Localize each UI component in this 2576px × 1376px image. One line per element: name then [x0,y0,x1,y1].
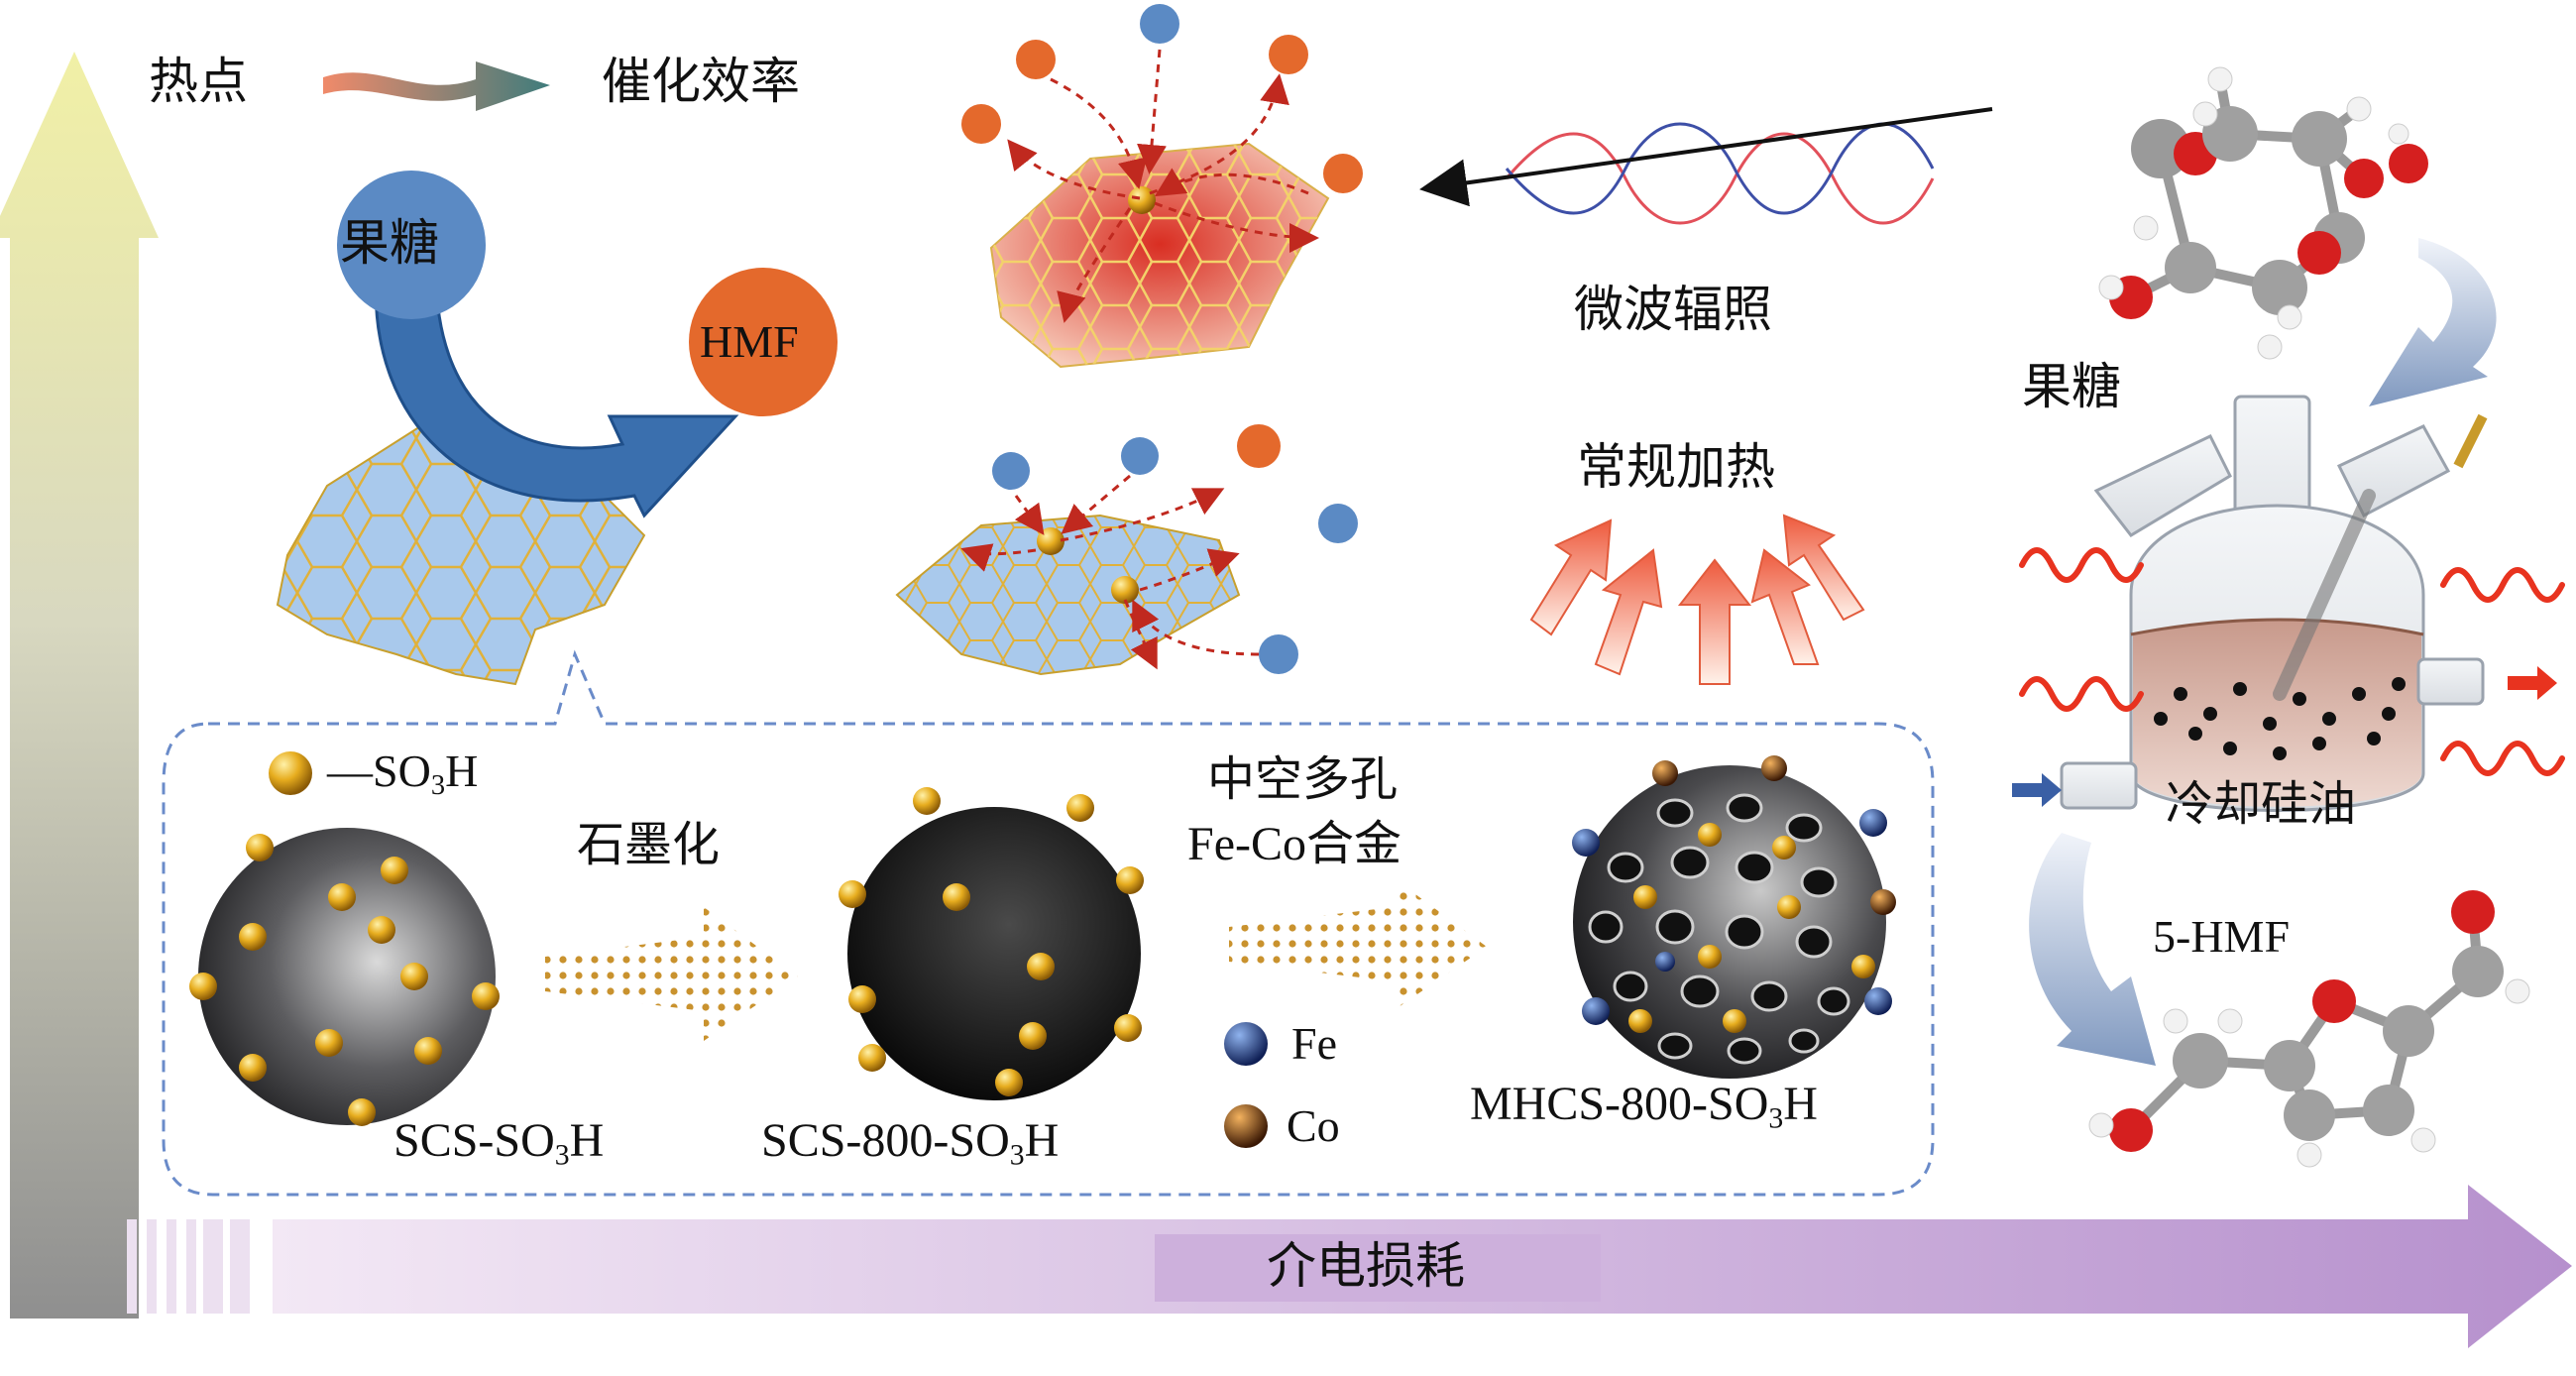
oil-inlet-arrow [2012,773,2062,807]
co-legend-label: Co [1287,1100,1340,1151]
hmf-molecule [2088,890,2530,1168]
conventional-dashed-arrows [960,474,1260,670]
microwave-label: 微波辐照 [1574,281,1772,338]
graphitization-arrow [545,907,798,1041]
conventional-heating-label: 常规加热 [1577,438,1775,496]
catalytic-efficiency-label: 催化效率 [602,53,800,110]
co-legend-particle [1224,1104,1268,1148]
fructose-molecule-label: 果糖 [2022,358,2121,415]
conventional-so3h-particle-1 [1037,527,1064,555]
feed-curve-arrow [2369,238,2497,406]
microwave-catalyst-sheet [989,142,1330,369]
scs-800-so3h-label: SCS-800-SO3H [761,1114,1060,1172]
hotspot-label: 热点 [149,53,248,110]
heating-arrows [1529,514,1865,685]
scs-so3h-sphere [189,828,500,1126]
hollow-porous-label: 中空多孔 [1207,751,1399,807]
alloy-arrow [1229,877,1487,1011]
vertical-axis-arrow [0,52,159,1319]
fe-co-alloy-label: Fe-Co合金 [1187,818,1402,870]
fe-legend-particle [1224,1022,1268,1066]
microwave-wave [1419,107,1993,225]
fructose-molecule [2098,66,2428,360]
product-curve-arrow [2029,833,2156,1066]
mhcs-800-so3h-label: MHCS-800-SO3H [1470,1078,1818,1135]
reactor-flask [2060,395,2488,812]
hotspot-arrow [323,61,550,111]
scs-800-so3h-sphere [839,787,1144,1100]
conversion-arrow [374,271,739,518]
oil-outlet-arrow [2508,666,2557,700]
cooling-oil-label: 冷却硅油 [2166,776,2357,832]
product-5hmf-label: 5-HMF [2153,911,2291,962]
fe-legend-label: Fe [1291,1018,1337,1069]
microwave-reactant-dots [961,4,1363,193]
conventional-so3h-particle-2 [1111,576,1139,604]
graphitization-label: 石墨化 [577,817,721,872]
fructose-circle-label: 果糖 [340,214,439,272]
dielectric-loss-label: 介电损耗 [1267,1237,1465,1295]
microwave-dashed-arrows [1007,49,1319,323]
hmf-circle-label: HMF [700,316,799,367]
mhcs-800-so3h-sphere [1572,755,1896,1079]
so3h-legend-label: —SO3H [327,745,479,801]
microwave-squiggles [2019,547,2565,776]
scs-so3h-label: SCS-SO3H [393,1114,605,1172]
horizontal-axis-arrow [127,1185,2572,1348]
hmf-circle [689,268,838,416]
conventional-reactant-dots [992,424,1358,674]
so3h-legend-particle [269,751,312,795]
fructose-circle [337,171,486,319]
material-callout-box [162,649,1935,1197]
